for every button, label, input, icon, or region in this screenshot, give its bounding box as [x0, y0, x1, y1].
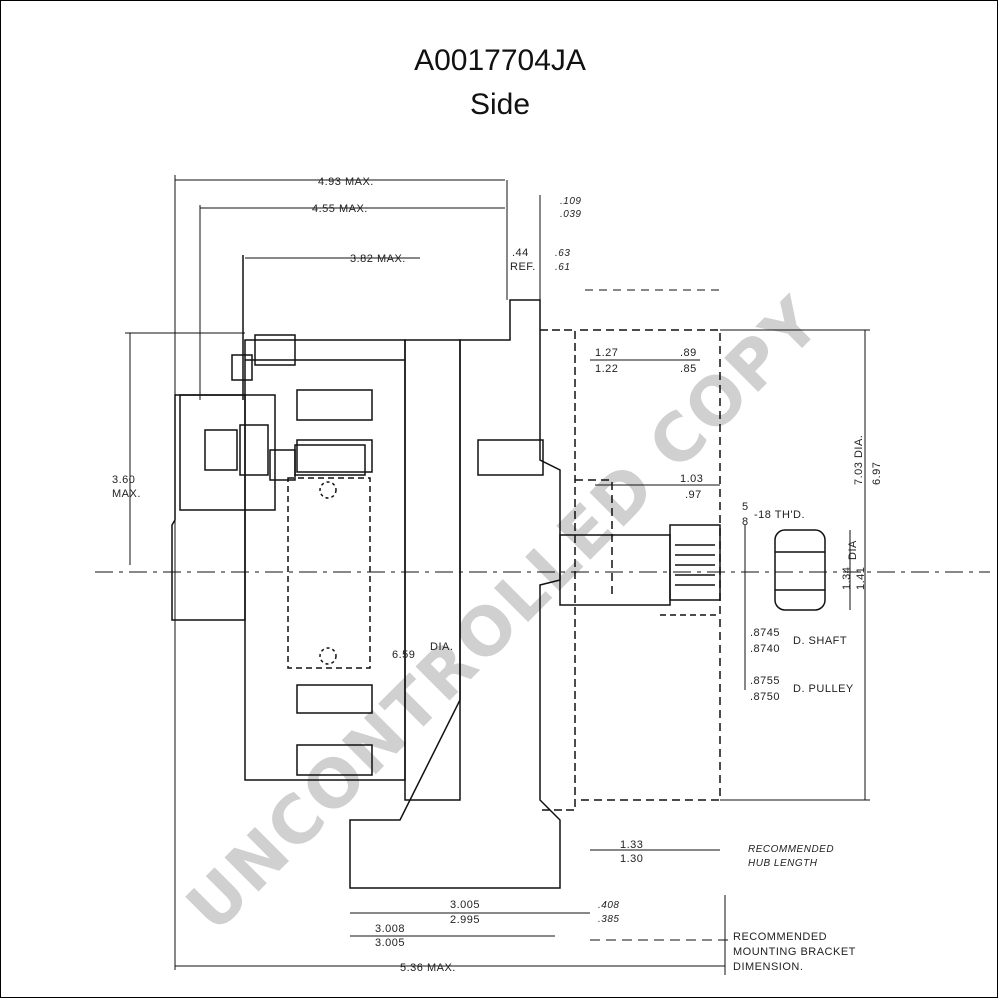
shaft-diameter-label: D. SHAFT	[793, 635, 847, 647]
dim-3-60-max: MAX.	[112, 488, 141, 500]
bracket-note-line1: RECOMMENDED	[733, 931, 827, 943]
dim-6-59-dia: DIA.	[430, 641, 453, 653]
dim-ref-44: .44	[512, 247, 529, 259]
hub-note-line2: HUB LENGTH	[748, 858, 818, 869]
pulley-diameter-label: D. PULLEY	[793, 683, 854, 695]
dim-385: .385	[598, 914, 619, 925]
dim-63: .63	[555, 248, 570, 259]
dim-5-36-max: 5.36 MAX.	[400, 962, 456, 974]
view-subtitle: Side	[469, 88, 531, 121]
dim-1-41: 1.41	[855, 567, 867, 590]
dim-1-30: 1.30	[620, 853, 643, 865]
part-number-title: A0017704JA	[414, 44, 586, 77]
dim-3-005-bottom: 3.005	[375, 937, 405, 949]
dim-3-82-max: 3.82 MAX.	[350, 253, 406, 265]
dim-61: .61	[555, 262, 570, 273]
thread-denominator: 8	[742, 516, 749, 528]
dim-3-60: 3.60	[112, 474, 135, 486]
dim-6-97: 6.97	[871, 462, 883, 485]
dim-2-995: 2.995	[450, 914, 480, 926]
dim-109: .109	[560, 196, 581, 207]
pulley-diameter-low: .8750	[750, 691, 780, 703]
pulley-diameter-high: .8755	[750, 675, 780, 687]
bracket-note-line3: DIMENSION.	[733, 961, 803, 973]
dimension-lines	[125, 175, 870, 975]
dim-408: .408	[598, 900, 619, 911]
dim-7-03-dia: 7.03 DIA.	[853, 435, 865, 485]
bracket-note-line2: MOUNTING BRACKET	[733, 946, 856, 958]
hub-note-line1: RECOMMENDED	[748, 844, 834, 855]
dim-97: .97	[685, 489, 702, 501]
dim-039: .039	[560, 209, 581, 220]
dim-1-03: 1.03	[680, 473, 703, 485]
dim-4-93-max: 4.93 MAX.	[318, 176, 374, 188]
dim-4-55-max: 4.55 MAX.	[312, 203, 368, 215]
dim-1-33: 1.33	[620, 839, 643, 851]
alternator-outline	[95, 255, 990, 889]
dim-89: .89	[680, 347, 697, 359]
shaft-diameter-low: .8740	[750, 643, 780, 655]
watermark: UNCONTROLLED COPY	[172, 282, 836, 946]
dim-3-008: 3.008	[375, 923, 405, 935]
dim-85: .85	[680, 363, 697, 375]
dim-ref-label: REF.	[510, 261, 536, 273]
dim-dia-label: DIA	[847, 540, 859, 560]
dim-6-59: 6.59	[392, 649, 415, 661]
shaft-diameter-high: .8745	[750, 627, 780, 639]
thread-label: -18 TH'D.	[754, 509, 805, 521]
thread-numerator: 5	[742, 501, 749, 513]
dim-3-005-top: 3.005	[450, 899, 480, 911]
dim-1-22: 1.22	[595, 363, 618, 375]
dim-1-34: 1.34	[841, 567, 853, 590]
dim-1-27: 1.27	[595, 347, 618, 359]
